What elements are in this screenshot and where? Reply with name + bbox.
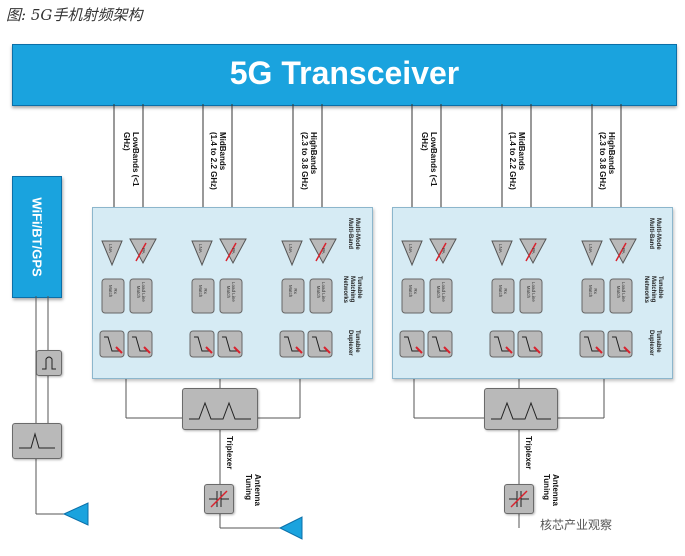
triplexer-icon bbox=[189, 401, 251, 420]
pa-label: PA bbox=[531, 248, 536, 254]
antenna-tuner bbox=[504, 484, 534, 514]
rx-match-label: Rx Match bbox=[198, 285, 208, 298]
load-line-match-label: Load Line Match bbox=[616, 282, 626, 302]
tunable-capacitor-icon bbox=[209, 490, 229, 508]
pa-label: PA bbox=[141, 248, 146, 254]
lna-label: LNA bbox=[498, 244, 503, 253]
transceiver-label: 5G Transceiver bbox=[229, 55, 460, 91]
load-line-match-label: Load Line Match bbox=[136, 282, 146, 302]
rx-match-label: Rx Match bbox=[498, 285, 508, 298]
pa-label: PA bbox=[231, 248, 236, 254]
rx-match-label: Rx Match bbox=[408, 285, 418, 298]
bandpass-icon bbox=[42, 356, 56, 370]
rx-match-label: Rx Match bbox=[588, 285, 598, 298]
band-label-low: LowBands (<1 GHz) bbox=[122, 132, 140, 187]
triplexer-block bbox=[484, 388, 558, 430]
band-label-low: LowBands (<1 GHz) bbox=[420, 132, 438, 187]
triplexer-icon bbox=[491, 401, 551, 420]
band-label-mid: MidBands (1.4 to 2.2 GHz) bbox=[209, 132, 227, 190]
wifi-antenna-icon bbox=[62, 502, 89, 526]
lna-label: LNA bbox=[588, 244, 593, 253]
band-label-high: HighBands (2.3 to 3.8 GHz) bbox=[300, 132, 318, 190]
lna-label: LNA bbox=[408, 244, 413, 253]
load-line-match-label: Load Line Match bbox=[436, 282, 446, 302]
wifi-bt-gps-block: WiFi/BT/GPS bbox=[12, 176, 62, 298]
module-components bbox=[399, 238, 637, 358]
antenna-icon bbox=[278, 516, 303, 540]
lna-label: LNA bbox=[108, 244, 113, 253]
wifi-filter bbox=[36, 350, 62, 376]
load-line-match-label: Load Line Match bbox=[526, 282, 536, 302]
module-components bbox=[99, 238, 337, 358]
watermark-text: 核芯产业观察 bbox=[540, 518, 613, 532]
figure-caption: 图: 5G手机射频架构 bbox=[6, 6, 143, 24]
pa-label: PA bbox=[321, 248, 326, 254]
band-label-high: HighBands (2.3 to 3.8 GHz) bbox=[598, 132, 616, 190]
antenna-tuning-label: Antenna Tuning bbox=[542, 474, 560, 506]
antenna-tuning-label: Antenna Tuning bbox=[244, 474, 262, 506]
tunable-capacitor-icon bbox=[509, 490, 529, 508]
rx-match-label: Rx Match bbox=[288, 285, 298, 298]
load-line-match-label: Load Line Match bbox=[226, 282, 236, 302]
lna-label: LNA bbox=[198, 244, 203, 253]
band-label-mid: MidBands (1.4 to 2.2 GHz) bbox=[508, 132, 526, 190]
transceiver-block: 5G Transceiver bbox=[12, 44, 677, 106]
antenna-tuner bbox=[204, 484, 234, 514]
load-line-match-label: Load Line Match bbox=[316, 282, 326, 302]
pa-label: PA bbox=[441, 248, 446, 254]
triplexer-label: Triplexer bbox=[524, 436, 533, 470]
triplexer-block bbox=[182, 388, 258, 430]
wifi-diplexer bbox=[12, 423, 62, 459]
rx-match-label: Rx Match bbox=[108, 285, 118, 298]
pa-label: PA bbox=[621, 248, 626, 254]
lna-label: LNA bbox=[288, 244, 293, 253]
diplexer-icon bbox=[19, 432, 55, 449]
triplexer-label: Triplexer bbox=[225, 436, 234, 470]
